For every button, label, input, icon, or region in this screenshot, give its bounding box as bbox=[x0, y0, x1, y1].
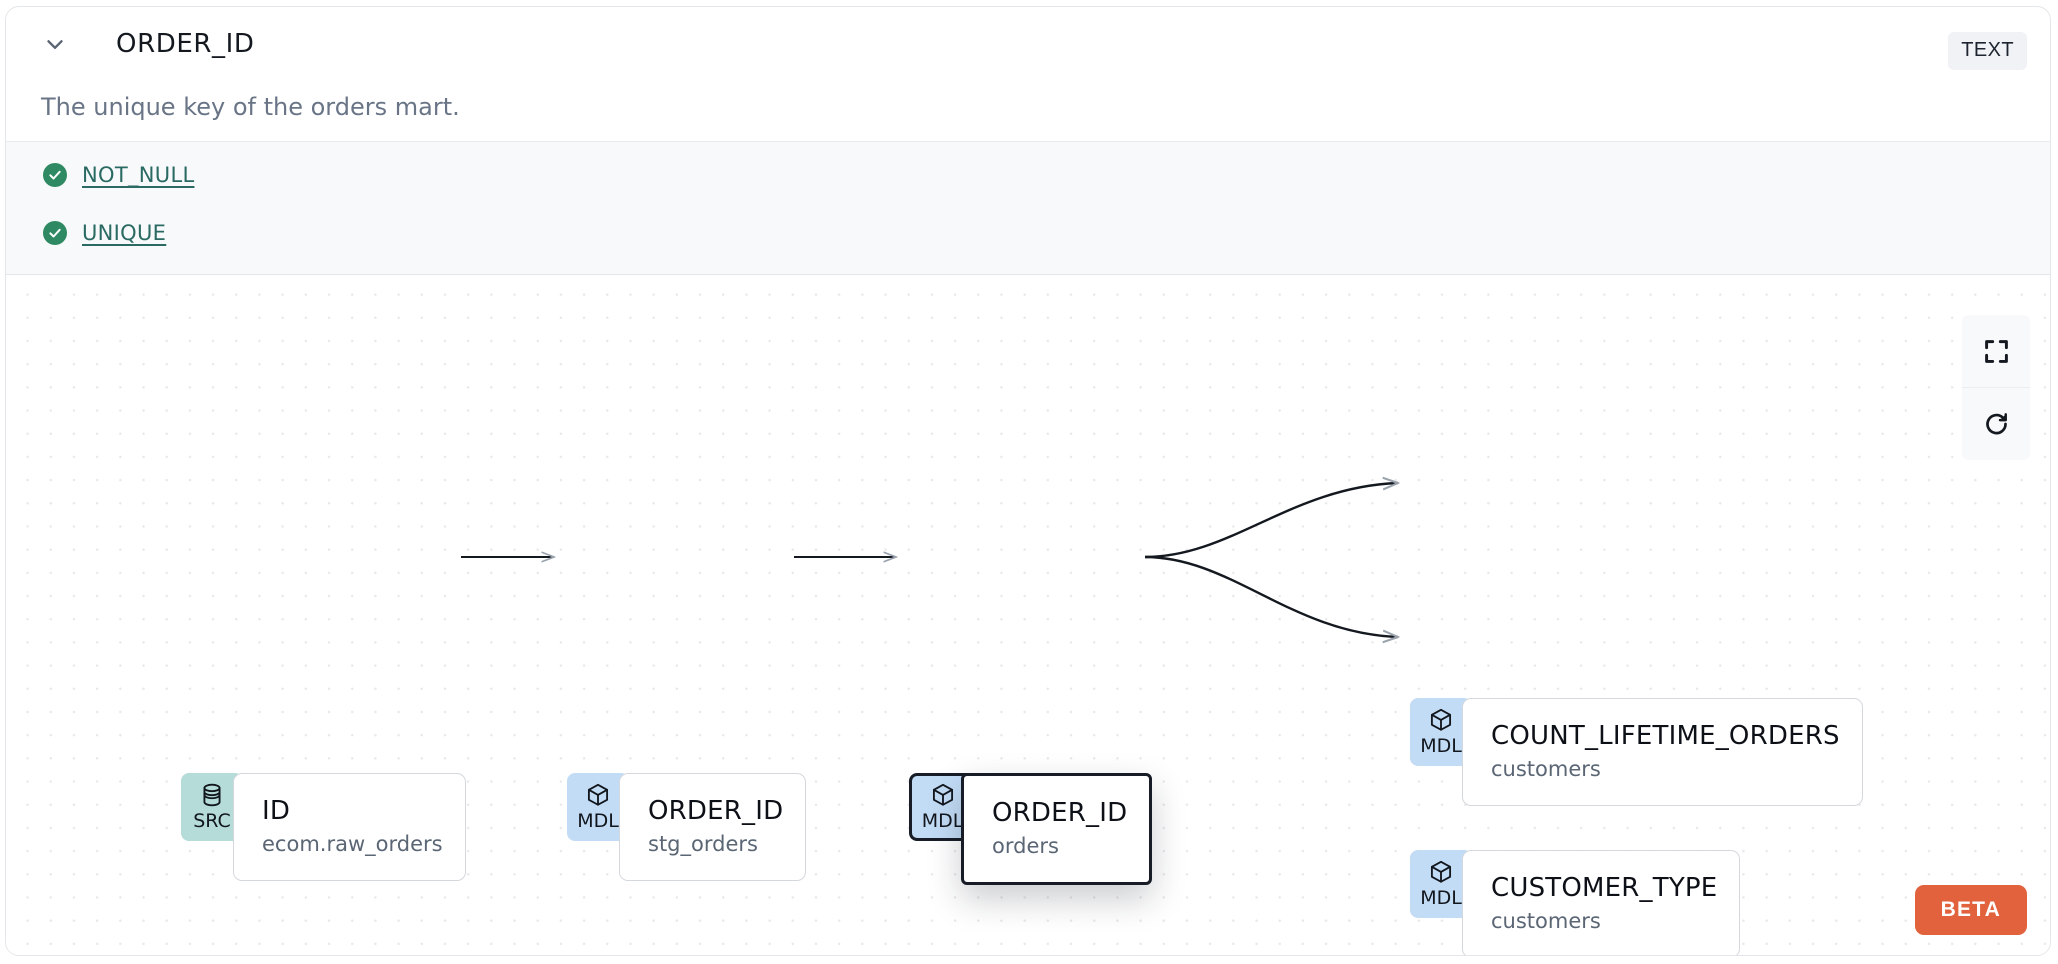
column-description: The unique key of the orders mart. bbox=[41, 93, 460, 121]
node-badge-label: MDL bbox=[921, 810, 964, 832]
node-resource-name: stg_orders bbox=[648, 831, 758, 856]
cube-icon bbox=[1430, 708, 1452, 731]
column-detail-panel: ORDER_ID TEXT The unique key of the orde… bbox=[5, 6, 2051, 956]
test-link-label[interactable]: UNIQUE bbox=[82, 221, 167, 245]
node-badge-mdl: MDL bbox=[1410, 698, 1472, 766]
page-title: ORDER_ID bbox=[116, 29, 255, 59]
node-badge-mdl: MDL bbox=[567, 773, 629, 841]
database-icon bbox=[203, 783, 221, 807]
reset-view-button[interactable] bbox=[1962, 387, 2030, 460]
node-badge-label: MDL bbox=[1420, 887, 1462, 909]
node-badge-label: SRC bbox=[193, 810, 231, 832]
lineage-node-src-id[interactable]: SRC ID ecom.raw_orders bbox=[181, 773, 466, 881]
node-badge-mdl: MDL bbox=[1410, 850, 1472, 918]
node-resource-name: orders bbox=[992, 833, 1059, 858]
chevron-down-icon[interactable] bbox=[40, 29, 70, 59]
node-resource-name: customers bbox=[1491, 908, 1601, 933]
fit-view-button[interactable] bbox=[1962, 315, 2030, 387]
tests-section: NOT_NULL UNIQUE bbox=[6, 141, 2050, 275]
node-column-name: ORDER_ID bbox=[648, 796, 784, 827]
cube-icon bbox=[587, 783, 609, 806]
node-column-name: ID bbox=[262, 796, 291, 827]
lineage-canvas[interactable]: SRC ID ecom.raw_orders MDL bbox=[6, 275, 2050, 955]
node-badge-src: SRC bbox=[181, 773, 243, 841]
beta-badge[interactable]: BETA bbox=[1914, 885, 2027, 935]
lineage-node-orders-selected[interactable]: MDL ORDER_ID orders bbox=[909, 773, 1153, 885]
lineage-node-stg-orders[interactable]: MDL ORDER_ID stg_orders bbox=[567, 773, 807, 881]
node-resource-name: ecom.raw_orders bbox=[262, 831, 443, 856]
edge-orders-to-customer-type bbox=[1144, 555, 1398, 637]
cube-icon bbox=[1430, 860, 1452, 883]
test-item-not-null[interactable]: NOT_NULL bbox=[43, 163, 194, 187]
lineage-node-customer-type[interactable]: MDL CUSTOMER_TYPE customers bbox=[1410, 850, 1741, 955]
node-column-name: CUSTOMER_TYPE bbox=[1491, 873, 1718, 904]
node-card[interactable]: ORDER_ID stg_orders bbox=[619, 773, 807, 881]
test-link-label[interactable]: NOT_NULL bbox=[82, 163, 195, 187]
column-type-badge: TEXT bbox=[1948, 32, 2027, 70]
node-card[interactable]: ORDER_ID orders bbox=[961, 773, 1153, 885]
canvas-controls bbox=[1962, 315, 2030, 460]
edge-orders-to-count bbox=[1144, 483, 1398, 559]
check-circle-icon bbox=[43, 163, 67, 187]
test-item-unique[interactable]: UNIQUE bbox=[43, 221, 166, 245]
check-circle-icon bbox=[43, 221, 67, 245]
node-card[interactable]: CUSTOMER_TYPE customers bbox=[1462, 850, 1741, 955]
refresh-icon bbox=[1983, 411, 2010, 438]
node-badge-label: MDL bbox=[1420, 735, 1462, 757]
node-resource-name: customers bbox=[1491, 756, 1601, 781]
fullscreen-icon bbox=[1983, 338, 2010, 365]
panel-header: ORDER_ID TEXT The unique key of the orde… bbox=[6, 7, 2050, 275]
header-title-row: ORDER_ID bbox=[40, 29, 255, 59]
cube-icon bbox=[932, 783, 953, 806]
node-badge-label: MDL bbox=[577, 810, 619, 832]
node-card[interactable]: ID ecom.raw_orders bbox=[233, 773, 466, 881]
node-column-name: COUNT_LIFETIME_ORDERS bbox=[1491, 721, 1840, 752]
lineage-node-count-lifetime-orders[interactable]: MDL COUNT_LIFETIME_ORDERS customers bbox=[1410, 698, 1863, 806]
node-card[interactable]: COUNT_LIFETIME_ORDERS customers bbox=[1462, 698, 1863, 806]
node-column-name: ORDER_ID bbox=[992, 798, 1128, 829]
